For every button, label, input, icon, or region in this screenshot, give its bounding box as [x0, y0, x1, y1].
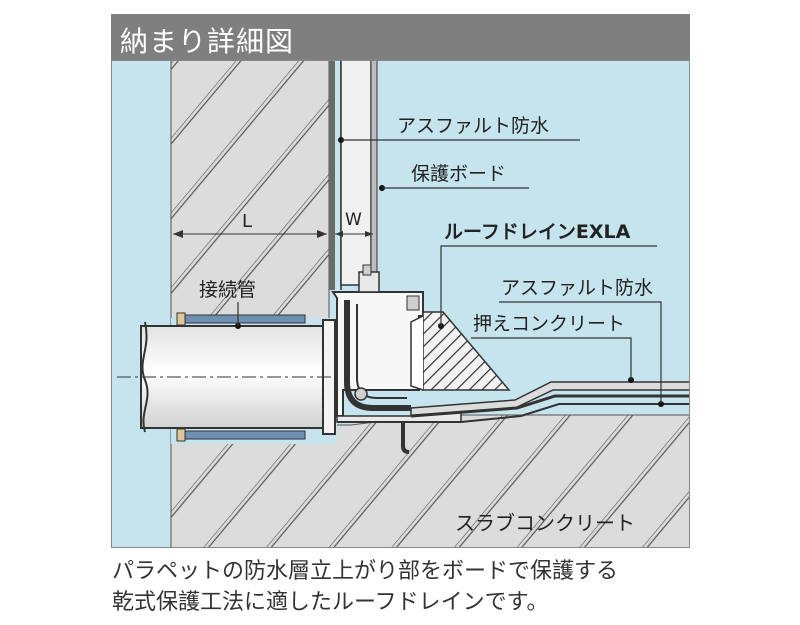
- diagram-border: [111, 60, 690, 548]
- sleeve-ring-bottom: [176, 428, 186, 442]
- waterproof-membrane: [410, 394, 690, 418]
- drain-elbow: [344, 300, 411, 411]
- dim-w-label: W: [345, 210, 362, 230]
- drain-body: [331, 291, 424, 417]
- dim-l-arrow-right: [317, 230, 327, 238]
- label-asphalt-upper: アスファルト防水: [397, 115, 549, 137]
- sleeve-band-bottom: [176, 430, 306, 440]
- label-slab: スラブコンクリート: [455, 511, 635, 535]
- drain-clamp-bolt: [362, 264, 372, 276]
- label-board: 保護ボード: [411, 163, 506, 185]
- caption-line-2: 乾式保護工法に適したルーフドレインです。: [112, 590, 549, 615]
- protection-board: [340, 60, 372, 286]
- drain-hook: [401, 422, 410, 454]
- pipe-break: [141, 321, 149, 433]
- leader-asphalt-lower: [499, 301, 662, 404]
- drain-lug: [406, 295, 420, 311]
- vertical-waterproofing: [329, 60, 335, 290]
- board-outer-skin: [370, 60, 378, 286]
- label-drain: ルーフドレインEXLA: [444, 221, 631, 243]
- diagram-title: 納まり詳細図: [120, 25, 295, 58]
- label-asphalt-lower: アスファルト防水: [501, 277, 653, 299]
- elbow-bolt: [354, 387, 368, 401]
- dim-l-arrow-left: [173, 230, 183, 238]
- dim-w-arrow-left: [335, 231, 343, 237]
- caption-line-1: パラペットの防水層立上がり部をボードで保護する: [112, 559, 619, 584]
- leader-pressing: [471, 337, 632, 380]
- sleeve-ring-top: [176, 312, 186, 326]
- dim-l-label: L: [242, 211, 252, 232]
- title-bar: 納まり詳細図: [111, 14, 690, 61]
- caption: パラペットの防水層立上がり部をボードで保護する 乾式保護工法に適したルーフドレイ…: [112, 556, 712, 618]
- dim-w-arrow-right: [365, 231, 373, 237]
- sleeve-band-top: [176, 314, 306, 324]
- drain-section-diagram: L W アスファルト防水 保護ボード ルーフドレインEXLA アスファルト防水 …: [111, 60, 690, 548]
- drain-grate: [410, 315, 424, 391]
- parapet-wall: [170, 60, 330, 323]
- waterproof-membrane-2: [337, 403, 690, 423]
- leader-drain: [440, 245, 657, 326]
- label-pressing-concrete: 押えコンクリート: [473, 313, 625, 335]
- label-joint-pipe: 接続管: [199, 279, 256, 301]
